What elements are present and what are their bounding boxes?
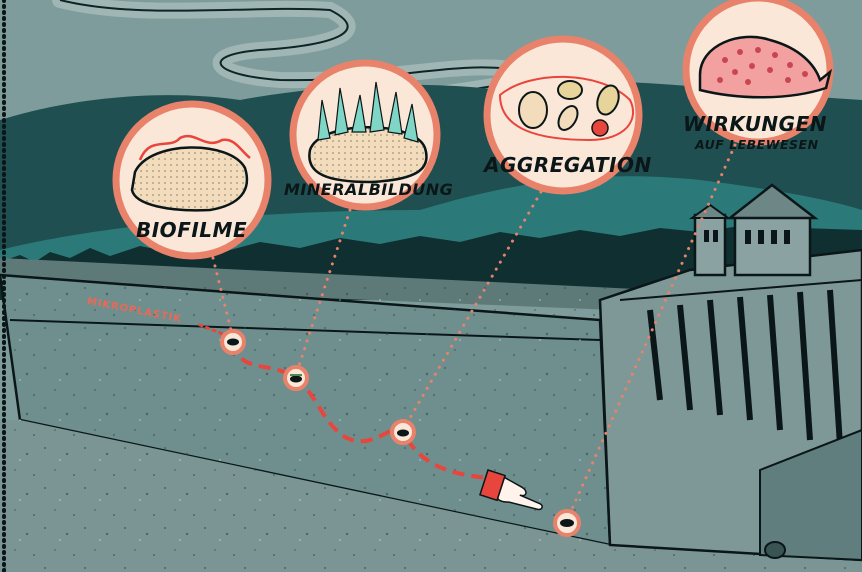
label-auf-lebewesen: AUF LEBEWESEN [695, 137, 819, 152]
particle-marker-4 [555, 511, 579, 535]
particle-marker-2 [285, 367, 307, 389]
particle-marker-1 [222, 331, 244, 353]
label-wirkungen: WIRKUNGEN [683, 112, 827, 136]
particle-marker-3 [392, 421, 414, 443]
label-mineralbildung: MINERALBILDUNG [284, 180, 453, 199]
label-biofilme: BIOFILME [136, 218, 247, 242]
label-aggregation: AGGREGATION [484, 153, 652, 177]
